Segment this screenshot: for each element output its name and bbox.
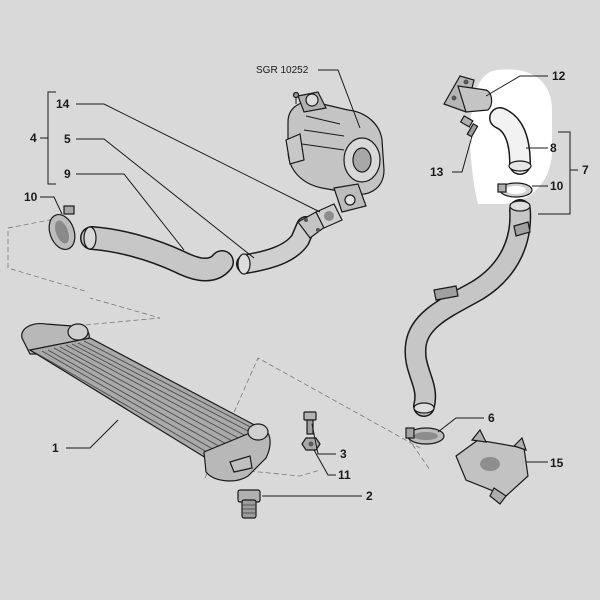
- callout-11: 11: [338, 468, 351, 482]
- callout-9: 9: [64, 167, 71, 181]
- intercooler: [21, 323, 271, 482]
- turbocharger: [285, 91, 385, 213]
- callout-labels: 14 5 4 9 10 1 2 3 11 6 15 12 13 8 10 7: [24, 69, 589, 503]
- callout-6: 6: [488, 411, 495, 425]
- gasket-14: [315, 203, 343, 229]
- bolt-13: [459, 115, 479, 138]
- hose-clamp-6: [405, 427, 445, 445]
- drain-plug: [237, 489, 261, 519]
- hose-9: [80, 226, 234, 282]
- callout-7: 7: [582, 163, 589, 177]
- callout-15: 15: [550, 456, 564, 470]
- outlet-flange-12: [443, 75, 493, 113]
- callout-12: 12: [552, 69, 566, 83]
- hose-clamp-right: [497, 182, 533, 198]
- reference-code: SGR 10252: [256, 65, 309, 76]
- bracket-15: [455, 428, 529, 505]
- callout-5: 5: [64, 132, 71, 146]
- pipe-5: [236, 211, 327, 275]
- bolt: [303, 411, 317, 435]
- leader-lines: [40, 75, 578, 497]
- callout-10-left: 10: [24, 190, 38, 204]
- callout-1: 1: [52, 441, 59, 455]
- callout-13: 13: [430, 165, 444, 179]
- hose-7: [404, 199, 532, 417]
- callout-3: 3: [340, 447, 347, 461]
- callout-4: 4: [30, 131, 37, 145]
- hose-8: [489, 107, 532, 175]
- callout-10-right: 10: [550, 179, 564, 193]
- hose-clamp-left: [48, 205, 76, 251]
- callout-2: 2: [366, 489, 373, 503]
- callout-14: 14: [56, 97, 70, 111]
- callout-8: 8: [550, 141, 557, 155]
